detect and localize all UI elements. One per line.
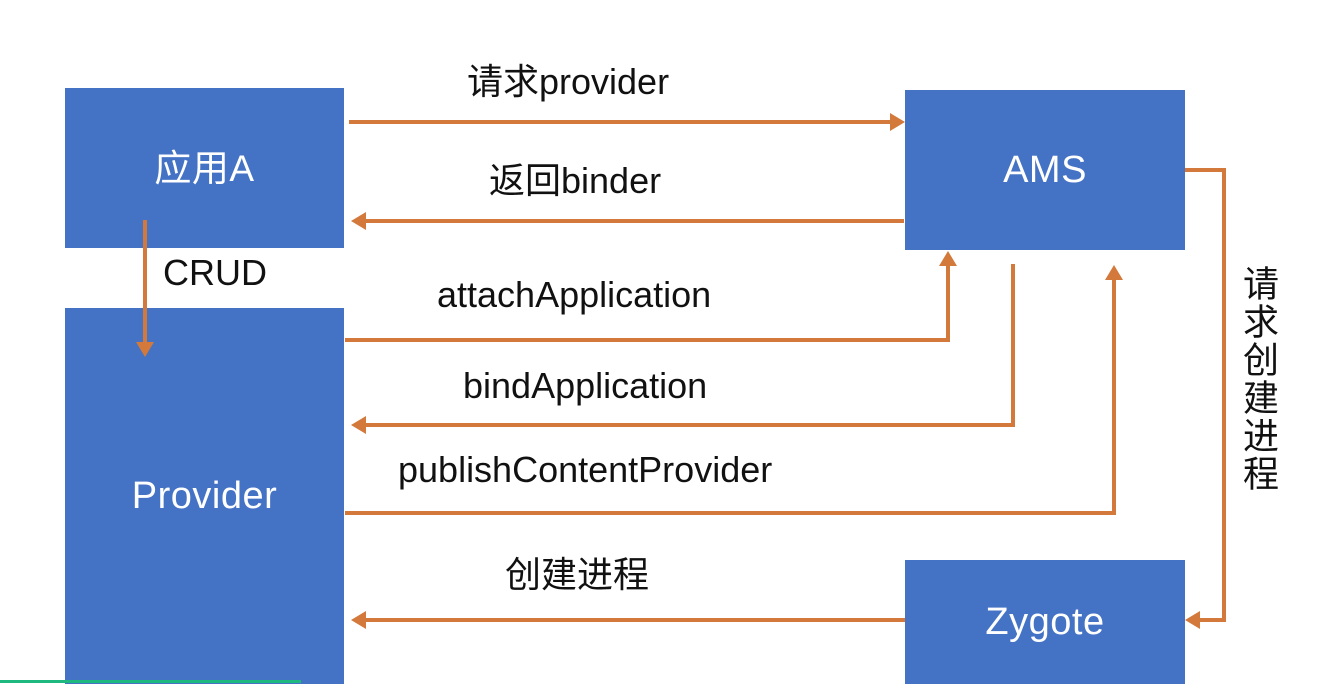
bottom-accent-rule bbox=[0, 680, 301, 683]
node-zygote[interactable]: Zygote bbox=[905, 560, 1185, 684]
node-zygote-label: Zygote bbox=[985, 601, 1105, 643]
edge-request-provider-label: 请求provider bbox=[467, 61, 670, 102]
edge-create-process-label: 创建进程 bbox=[505, 554, 650, 595]
edge-request-provider-arrowhead bbox=[890, 113, 905, 131]
edge-create-process-arrowhead bbox=[351, 611, 366, 629]
node-ams[interactable]: AMS bbox=[905, 90, 1185, 250]
edge-attach-application-label: attachApplication bbox=[437, 274, 712, 315]
node-app-a[interactable]: 应用A bbox=[65, 88, 344, 248]
edge-crud-line bbox=[143, 220, 147, 342]
edge-publish-content-provider-label: publishContentProvider bbox=[398, 449, 773, 490]
node-app-a-label: 应用A bbox=[154, 147, 255, 189]
node-provider-label: Provider bbox=[131, 475, 278, 517]
edge-crud-arrowhead bbox=[136, 342, 154, 357]
edge-request-create-process-vline bbox=[1222, 168, 1226, 622]
edge-request-create-process-label: 请求创建进程 bbox=[1238, 265, 1279, 493]
edge-request-create-process-top-hline bbox=[1185, 168, 1226, 172]
edge-bind-application-label: bindApplication bbox=[463, 365, 708, 406]
edge-create-process-line bbox=[366, 618, 905, 622]
edge-request-create-process-bottom-hline bbox=[1200, 618, 1226, 622]
edge-attach-application-vline bbox=[946, 266, 950, 342]
edge-publish-content-provider-hline bbox=[345, 511, 1116, 515]
edge-request-provider-line bbox=[349, 120, 894, 124]
edge-return-binder-line bbox=[366, 219, 904, 223]
edge-bind-application-arrowhead bbox=[351, 416, 366, 434]
node-ams-label: AMS bbox=[1003, 149, 1087, 191]
edge-attach-application-arrowhead bbox=[939, 251, 957, 266]
edge-request-create-process-arrowhead bbox=[1185, 611, 1200, 629]
edge-return-binder-label: 返回binder bbox=[489, 160, 662, 201]
edge-attach-application-hline bbox=[345, 338, 950, 342]
edge-publish-content-provider-arrowhead bbox=[1105, 265, 1123, 280]
edge-bind-application-hline bbox=[366, 423, 1015, 427]
edge-crud-label: CRUD bbox=[163, 252, 267, 293]
edge-publish-content-provider-vline bbox=[1112, 280, 1116, 515]
edge-return-binder-arrowhead bbox=[351, 212, 366, 230]
edge-bind-application-vline bbox=[1011, 264, 1015, 425]
node-provider[interactable]: Provider bbox=[65, 308, 344, 684]
